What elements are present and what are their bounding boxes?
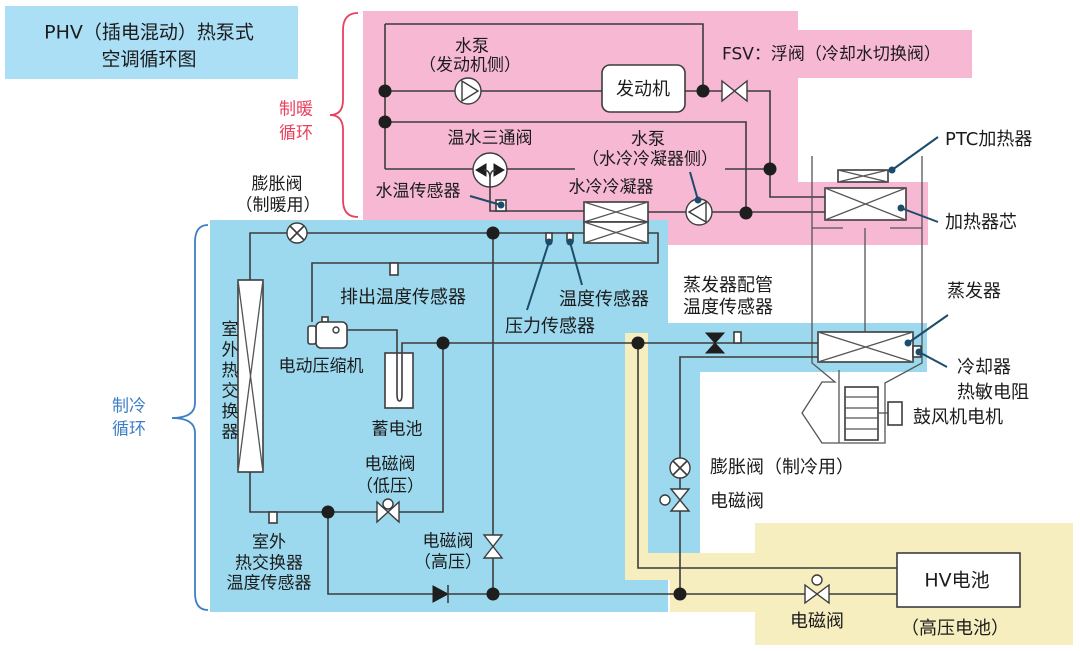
outdoor-hx-temp-sensor-label: 室外	[252, 532, 286, 553]
expansion-valve-heating-label: 膨胀阀	[251, 174, 303, 195]
ptc-heater-icon	[837, 169, 889, 183]
junction-dot	[673, 587, 687, 601]
heating-section-label: 制暖	[279, 99, 313, 120]
cooler-thermistor-sublabel: 热敏电阻	[957, 382, 1029, 403]
sensor-leaders	[469, 136, 949, 368]
solenoid-valve-cooling-icon	[659, 488, 691, 512]
pressure-sensor-label: 压力传感器	[505, 316, 595, 337]
accumulator-icon	[384, 340, 443, 409]
three-way-valve-label: 温水三通阀	[447, 128, 533, 149]
engine-label: 发动机	[616, 79, 670, 100]
solenoid-low-label: 电磁阀	[364, 454, 416, 475]
junction-dot	[739, 206, 753, 220]
ptc-heater-label: PTC加热器	[945, 129, 1033, 150]
junction-dot	[763, 162, 777, 176]
junction-dot	[378, 115, 392, 129]
solenoid-valve-battery-icon	[804, 574, 830, 605]
hv-battery-box	[896, 552, 1021, 608]
cooling-section-label: 制冷	[112, 396, 146, 417]
outdoor-hx-temp-sensor-label-3: 温度传感器	[226, 573, 312, 594]
water-pump-condenser-icon	[685, 198, 713, 226]
water-temp-sensor-label: 水温传感器	[375, 181, 461, 202]
junction-dot	[436, 336, 450, 350]
check-valve-icon	[432, 585, 450, 603]
junction-dot	[378, 84, 392, 98]
water-pump-condenser-label: 水泵	[631, 129, 665, 150]
heating-section-label-2: 循环	[279, 123, 313, 144]
evaporator-pipe-temp-sensor-label: 蒸发器配管	[683, 275, 773, 296]
solenoid-valve-low-icon	[376, 498, 400, 524]
hv-battery-note: （高压电池）	[901, 618, 1009, 639]
cooling-bracket	[171, 224, 209, 611]
water-cooled-condenser-label: 水冷冷凝器	[568, 177, 654, 198]
outdoor-hx-temp-sensor-label-2: 热交换器	[235, 553, 303, 574]
evaporator-pipe-temp-sensor-icon	[733, 331, 742, 344]
evaporator-pipe-temp-sensor-sublabel: 温度传感器	[683, 297, 773, 318]
water-pump-engine-label: 水泵	[455, 36, 489, 57]
heater-core-label: 加热器芯	[945, 212, 1017, 233]
three-way-valve-icon	[472, 152, 508, 188]
heating-bracket	[329, 12, 359, 218]
fsv-label: FSV：浮阀（冷却水切换阀）	[722, 44, 941, 65]
solenoid-high-label: 电磁阀	[422, 531, 474, 552]
outdoor-heat-exchanger-label: 室外热交换器	[217, 320, 238, 443]
water-pump-engine-icon	[454, 77, 482, 105]
expansion-valve-cooling-icon	[669, 457, 691, 479]
expansion-valve-heating-icon	[286, 222, 308, 244]
solenoid-battery-label: 电磁阀	[790, 611, 844, 632]
title-box	[5, 6, 298, 79]
expansion-valve-heating-sublabel: （制暖用）	[235, 195, 321, 216]
hvac-case	[801, 156, 923, 444]
junction-dot	[696, 84, 710, 98]
solenoid-cooling-label: 电磁阀	[710, 491, 764, 512]
junction-dot	[631, 336, 645, 350]
blower-fan-icon	[844, 386, 879, 441]
title-line2: 空调循环图	[101, 48, 197, 71]
water-pump-engine-sublabel: （发动机侧）	[419, 55, 521, 76]
evaporator-icon	[817, 331, 914, 363]
solenoid-high-sublabel: （高压）	[414, 552, 482, 573]
electric-compressor-label: 电动压缩机	[278, 356, 364, 377]
outdoor-heat-exchanger-icon	[237, 279, 264, 473]
accumulator-label: 蓄电池	[371, 419, 423, 440]
water-cooled-condenser-icon	[583, 201, 649, 244]
expansion-valve-cooling-label: 膨胀阀（制冷用）	[710, 457, 854, 478]
water-pump-condenser-sublabel: （水冷冷凝器侧）	[582, 149, 718, 170]
evaporator-expansion-valve-icon	[704, 332, 726, 354]
refrigerant-pipes	[249, 232, 897, 595]
electric-compressor-icon	[307, 316, 348, 349]
hv-battery-label: HV电池	[924, 569, 990, 592]
solenoid-low-sublabel: （低压）	[356, 476, 424, 497]
junction-dot	[321, 505, 335, 519]
outdoor-hx-temp-sensor-icon	[268, 511, 278, 524]
blower-motor-label: 鼓风机电机	[913, 407, 1003, 428]
heater-core-icon	[824, 187, 907, 221]
temp-sensor-label: 温度传感器	[559, 289, 649, 310]
fsv-valve-icon	[721, 79, 748, 103]
evaporator-label: 蒸发器	[947, 281, 1001, 302]
title-line1: PHV（插电混动）热泵式	[44, 21, 254, 44]
junction-dot	[486, 226, 500, 240]
engine-box	[601, 64, 686, 113]
blower-motor-icon	[878, 401, 903, 426]
cooler-thermistor-label: 冷却器	[957, 357, 1011, 378]
junction-dot	[486, 587, 500, 601]
cooling-section-label-2: 循环	[112, 419, 146, 440]
discharge-temp-sensor-label: 排出温度传感器	[340, 287, 466, 308]
solenoid-valve-high-icon	[482, 534, 504, 559]
discharge-temp-sensor-icon	[389, 262, 399, 276]
